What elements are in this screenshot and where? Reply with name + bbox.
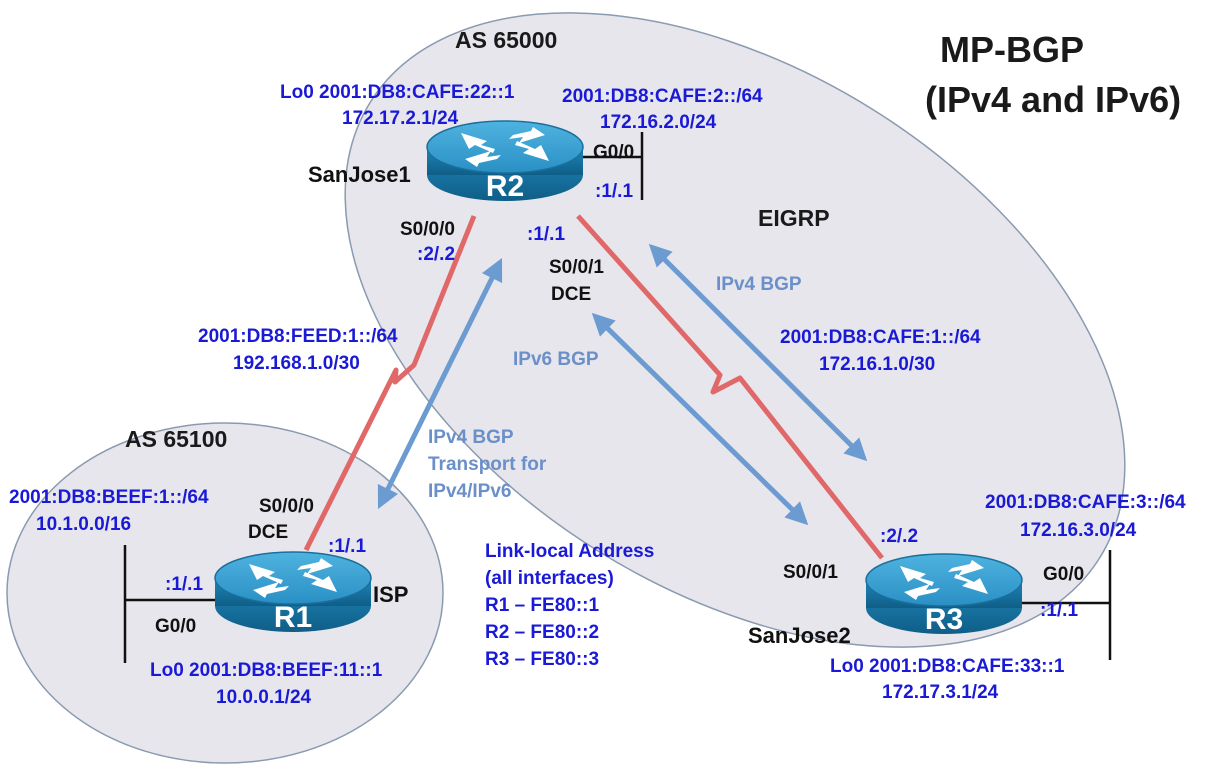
r1-r2-link-ipv4: 192.168.1.0/30 [233,353,360,374]
diagram-title-line2: (IPv4 and IPv6) [925,79,1181,120]
link-local-r1: R1 – FE80::1 [485,595,599,616]
r3-lan-ipv6: 2001:DB8:CAFE:3::/64 [985,492,1186,513]
r2-s001-interface: S0/0/1 [549,257,604,278]
r2-r3-link-ipv4: 172.16.1.0/30 [819,354,935,375]
ipv6-bgp-label: IPv6 BGP [513,349,599,370]
ipv4-bgp-label: IPv4 BGP [716,274,802,295]
diagram-title-line1: MP-BGP [940,29,1084,70]
r3-loopback-ipv4: 172.17.3.1/24 [882,682,999,703]
r3-s001-host: :2/.2 [880,526,918,547]
r3-hostname: SanJose2 [748,623,851,648]
r2-s000-interface: S0/0/0 [400,219,455,240]
r1-g00-interface: G0/0 [155,616,196,637]
r1-r2-link-ipv6: 2001:DB8:FEED:1::/64 [198,326,398,347]
r1-loopback-ipv6: Lo0 2001:DB8:BEEF:11::1 [150,660,383,681]
r1-loopback-ipv4: 10.0.0.1/24 [216,687,312,708]
as65000-label: AS 65000 [455,27,557,53]
as65100-label: AS 65100 [125,426,227,452]
r2-g00-interface: G0/0 [593,142,634,163]
r3-g00-interface: G0/0 [1043,564,1084,585]
link-local-r3: R3 – FE80::3 [485,649,599,670]
r2-s001-dce: DCE [551,284,591,305]
link-local-title2: (all interfaces) [485,568,614,589]
r1-s000-host: :1/.1 [328,536,366,557]
r2-loopback-ipv6: Lo0 2001:DB8:CAFE:22::1 [280,82,515,103]
ebgp-session-arrow [377,257,503,510]
link-local-title1: Link-local Address [485,541,654,562]
r2-loopback-ipv4: 172.17.2.1/24 [342,108,459,129]
r1-lan-ipv4: 10.1.0.0/16 [36,514,131,535]
r3-s001-interface: S0/0/1 [783,562,838,583]
r2-hostname: SanJose1 [308,162,411,187]
r2-g00-host: :1/.1 [595,181,633,202]
r3-lan-segment [1022,550,1112,660]
ipv6-ibgp-session-arrow [591,312,809,526]
r3-lan-ipv4: 172.16.3.0/24 [1020,520,1137,541]
eigrp-label: EIGRP [758,205,830,231]
r2-lan-ipv4: 172.16.2.0/24 [600,112,717,133]
r2-lan-ipv6: 2001:DB8:CAFE:2::/64 [562,86,763,107]
r1-lan-ipv6: 2001:DB8:BEEF:1::/64 [9,487,209,508]
r2-lan-segment [582,132,644,200]
r3-g00-host: :1/.1 [1040,600,1078,621]
link-local-r2: R2 – FE80::2 [485,622,599,643]
router-r3-icon[interactable]: R3 [865,553,1023,636]
r1-g00-host: :1/.1 [165,574,203,595]
r1-lan-segment [123,545,215,663]
r1-hostname: ISP [373,582,408,607]
r3-loopback-ipv6: Lo0 2001:DB8:CAFE:33::1 [830,656,1065,677]
r3-label: R3 [925,603,963,636]
r1-label: R1 [274,601,312,634]
r2-s000-host: :2/.2 [417,244,455,265]
router-r2-icon[interactable]: R2 [426,120,584,203]
ebgp-label-line1: IPv4 BGP [428,427,514,448]
r2-r3-link-ipv6: 2001:DB8:CAFE:1::/64 [780,327,981,348]
r2-s001-host: :1/.1 [527,224,565,245]
ebgp-label-line3: IPv4/IPv6 [428,481,511,502]
r2-label: R2 [486,170,524,203]
r1-s000-dce: DCE [248,522,288,543]
router-r1-icon[interactable]: R1 [214,551,372,634]
r1-s000-interface: S0/0/0 [259,496,314,517]
ebgp-label-line2: Transport for [428,454,547,475]
